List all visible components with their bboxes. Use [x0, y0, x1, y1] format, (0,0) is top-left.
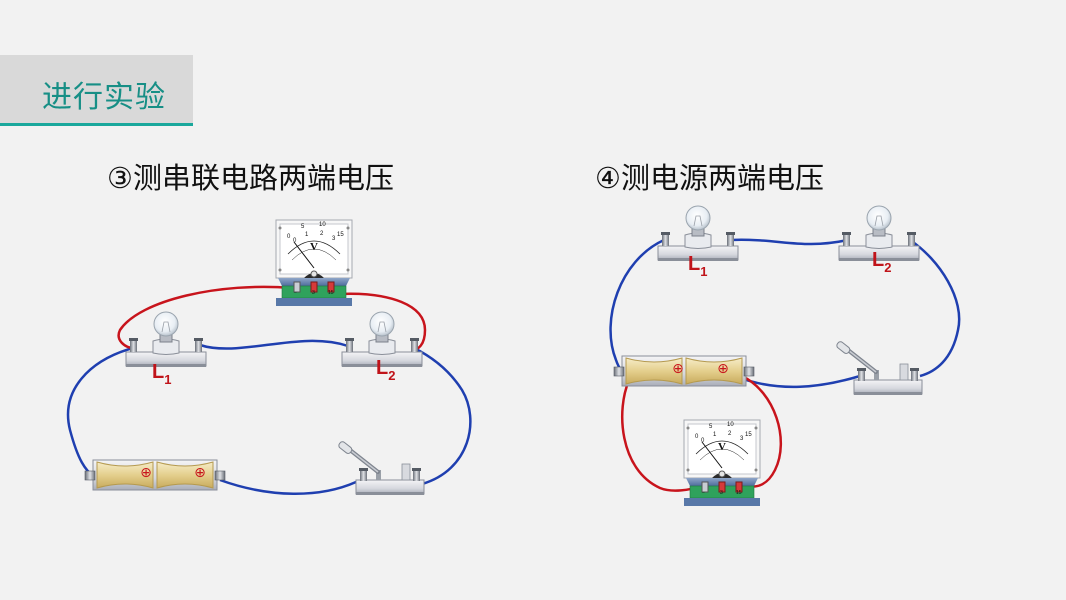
voltmeter-scale-top: 5 [709, 424, 713, 430]
voltmeter-scale-bottom: 3 [740, 436, 744, 442]
wire-blue [219, 478, 357, 495]
battery-plus-symbol: ⊕ [717, 361, 729, 377]
lamp-l2-label: L2 [872, 249, 891, 275]
voltmeter-unit: V [718, 441, 726, 453]
voltmeter-scale-bottom: 1 [713, 432, 717, 438]
wire-red [741, 374, 783, 488]
wire-blue [199, 339, 349, 350]
wire-blue [729, 238, 849, 246]
voltmeter-scale-top: 0 [287, 234, 291, 240]
voltmeter-terminal-labels: 15 [328, 290, 334, 296]
voltmeter-scale-bottom: 3 [332, 236, 336, 242]
voltmeter-scale-bottom: 0 [293, 238, 297, 244]
battery [613, 355, 755, 387]
wire-blue [739, 374, 861, 389]
circuit-3: V 0 5 10 15 0 1 2 3 − 3 15 L1 L2 ⊕ ⊕ [66, 219, 472, 497]
wire-red [339, 292, 427, 352]
wire-blue [66, 346, 134, 479]
voltmeter-terminal-labels: 3 [312, 290, 315, 296]
lamp-l1-label: L1 [688, 253, 707, 279]
voltmeter-unit: V [310, 241, 318, 253]
voltmeter-terminal-labels: 3 [720, 490, 723, 496]
experiment-4-caption: ④测电源两端电压 [595, 161, 824, 195]
battery-plus-symbol: ⊕ [194, 465, 206, 481]
switch [335, 438, 426, 497]
voltmeter-terminal-labels: − [294, 290, 297, 296]
battery-plus-symbol: ⊕ [140, 465, 152, 481]
section-title: 进行实验 [42, 80, 166, 115]
voltmeter-scale-bottom: 2 [728, 431, 732, 437]
wire-red [620, 377, 703, 492]
lamp-l2-label: L2 [376, 357, 395, 383]
voltmeter-terminal-labels: 15 [736, 490, 742, 496]
voltmeter-scale-bottom: 0 [701, 438, 705, 444]
wire-blue [909, 238, 961, 378]
voltmeter-scale-bottom: 1 [305, 232, 309, 238]
voltmeter-terminal-labels: − [702, 490, 705, 496]
voltmeter-scale-top: 15 [745, 432, 752, 438]
section-header [0, 55, 193, 125]
wire-red [117, 285, 293, 350]
voltmeter-scale-top: 10 [319, 222, 326, 228]
lamp-l1 [125, 311, 207, 368]
section-header-underline [0, 123, 193, 126]
wire-blue [413, 346, 472, 486]
circuit-4: L1 L2 ⊕ ⊕ V 0 5 10 15 0 1 2 3 − 3 15 [609, 205, 961, 507]
voltmeter-scale-top: 10 [727, 422, 734, 428]
switch [833, 338, 924, 397]
experiment-3-caption: ③测串联电路两端电压 [107, 161, 394, 195]
battery-plus-symbol: ⊕ [672, 361, 684, 377]
voltmeter-scale-top: 5 [301, 224, 305, 230]
voltmeter-scale-bottom: 2 [320, 231, 324, 237]
voltmeter-scale-top: 0 [695, 434, 699, 440]
lamp-l1-label: L1 [152, 361, 171, 387]
voltmeter-scale-top: 15 [337, 232, 344, 238]
